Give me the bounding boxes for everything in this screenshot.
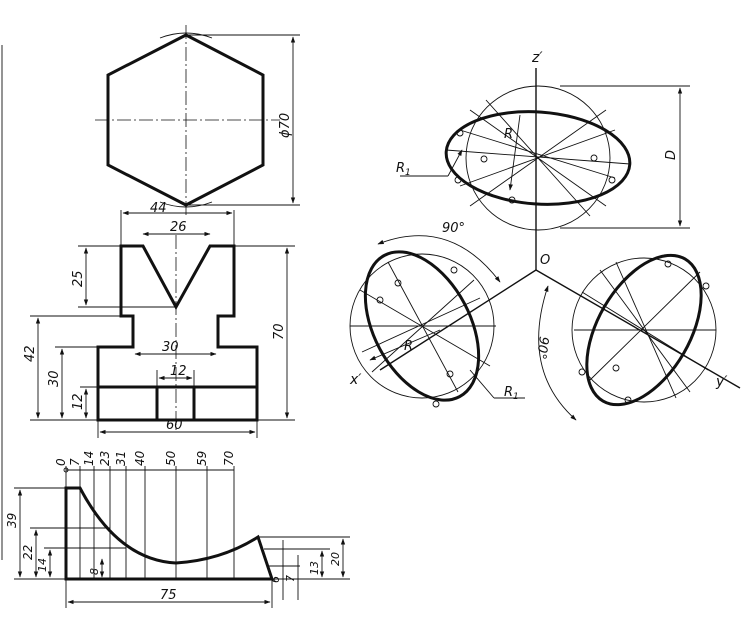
axis-z-label: z′ bbox=[531, 50, 543, 66]
top-point-1 bbox=[456, 129, 464, 137]
front-view: 26 25 70 42 30 30 12 12 60 bbox=[23, 220, 295, 438]
dim-6-label: 6 bbox=[269, 576, 282, 583]
top-point-3 bbox=[590, 154, 598, 162]
angle-arc-top bbox=[377, 235, 501, 283]
dim-22-label: 22 bbox=[21, 545, 35, 560]
dim-42-label: 42 bbox=[23, 345, 38, 362]
left-diag-1 bbox=[359, 289, 491, 367]
axis-y-line bbox=[535, 269, 741, 389]
dim-8-label: 8 bbox=[88, 568, 101, 575]
left-point-2 bbox=[450, 266, 458, 274]
dim-30v-label: 30 bbox=[47, 370, 62, 387]
axis-x-line bbox=[379, 269, 537, 371]
right-point-4 bbox=[612, 364, 620, 372]
dim-12v-label: 12 bbox=[71, 393, 86, 410]
dim-30h-label: 30 bbox=[162, 340, 179, 355]
left-diag-5 bbox=[361, 297, 481, 353]
top-view: ϕ70 44 bbox=[95, 25, 300, 246]
top-point-5 bbox=[454, 176, 462, 184]
left-radius-line bbox=[369, 329, 441, 361]
dim-39-label: 39 bbox=[5, 513, 19, 528]
x-tick-50: 50 bbox=[164, 450, 178, 466]
dim-20-label: 20 bbox=[329, 552, 342, 566]
axis-y-label: y′ bbox=[715, 374, 728, 390]
axonometric-diagram: O z′ x′ y′ R R1 D bbox=[349, 50, 741, 421]
right-point-2 bbox=[702, 282, 710, 290]
x-tick-0: 0 bbox=[54, 458, 68, 466]
angle-top-label: 90° bbox=[442, 221, 465, 236]
dim-d-label: D bbox=[664, 150, 679, 160]
left-point-3 bbox=[446, 370, 454, 378]
origin-circle bbox=[63, 467, 69, 473]
angle-arc-right bbox=[538, 285, 577, 421]
hexagon-circle-arc-top bbox=[159, 32, 213, 39]
dim-14-label: 14 bbox=[36, 558, 49, 572]
dim-25-label: 25 bbox=[71, 270, 86, 287]
right-diag-2 bbox=[589, 271, 701, 381]
left-diag-3 bbox=[387, 261, 459, 393]
top-r1-leader-arrow bbox=[447, 149, 463, 177]
top-radius-line bbox=[508, 114, 521, 191]
top-sphere-circle bbox=[465, 85, 611, 231]
dim-44-label: 44 bbox=[150, 201, 167, 216]
x-tick-14: 14 bbox=[82, 451, 96, 466]
dim-70-label: 70 bbox=[272, 323, 287, 340]
top-ellipse-major bbox=[445, 149, 631, 165]
left-point-4 bbox=[432, 400, 440, 408]
front-view-outline bbox=[96, 244, 259, 422]
x-tick-31: 31 bbox=[114, 451, 128, 466]
left-r1-leader bbox=[469, 369, 495, 399]
angle-right-label: 90° bbox=[533, 335, 551, 360]
dim-75-label: 75 bbox=[160, 588, 177, 603]
x-tick-23: 23 bbox=[98, 451, 112, 466]
top-point-2 bbox=[480, 155, 488, 163]
profile-outline bbox=[64, 486, 275, 581]
dim-diameter-label: ϕ70 bbox=[278, 113, 293, 138]
left-radius-label: R bbox=[404, 339, 413, 354]
left-r1-label: R1 bbox=[504, 385, 519, 402]
right-point-1 bbox=[664, 260, 672, 268]
axis-x-label: x′ bbox=[349, 372, 362, 388]
top-r1-label: R1 bbox=[396, 161, 411, 178]
front-view-slot bbox=[155, 385, 196, 420]
x-tick-40: 40 bbox=[133, 450, 147, 466]
x-tick-7: 7 bbox=[68, 458, 82, 466]
top-chord-2 bbox=[459, 129, 616, 187]
right-ellipse bbox=[585, 253, 703, 407]
dim-13-label: 13 bbox=[308, 561, 321, 575]
top-point-4 bbox=[608, 176, 616, 184]
top-chord-1 bbox=[459, 129, 616, 179]
x-tick-59: 59 bbox=[195, 451, 209, 466]
right-point-3 bbox=[578, 368, 586, 376]
hexagon-circle-arc-bottom bbox=[159, 201, 213, 208]
top-point-6 bbox=[508, 196, 516, 204]
dim-12h-label: 12 bbox=[170, 364, 187, 379]
origin-label: O bbox=[540, 253, 550, 268]
x-tick-70: 70 bbox=[222, 450, 236, 466]
right-diag-5 bbox=[599, 269, 691, 393]
dim-60-label: 60 bbox=[166, 418, 183, 433]
profile-view: 0 7 14 23 31 40 50 59 70 39 22 14 8 6 7 bbox=[5, 450, 350, 608]
dim-26-label: 26 bbox=[170, 220, 187, 235]
dim-7-label: 7 bbox=[284, 575, 297, 582]
left-point-5 bbox=[376, 296, 384, 304]
right-point-5 bbox=[624, 396, 632, 404]
top-radius-label: R bbox=[504, 127, 513, 142]
